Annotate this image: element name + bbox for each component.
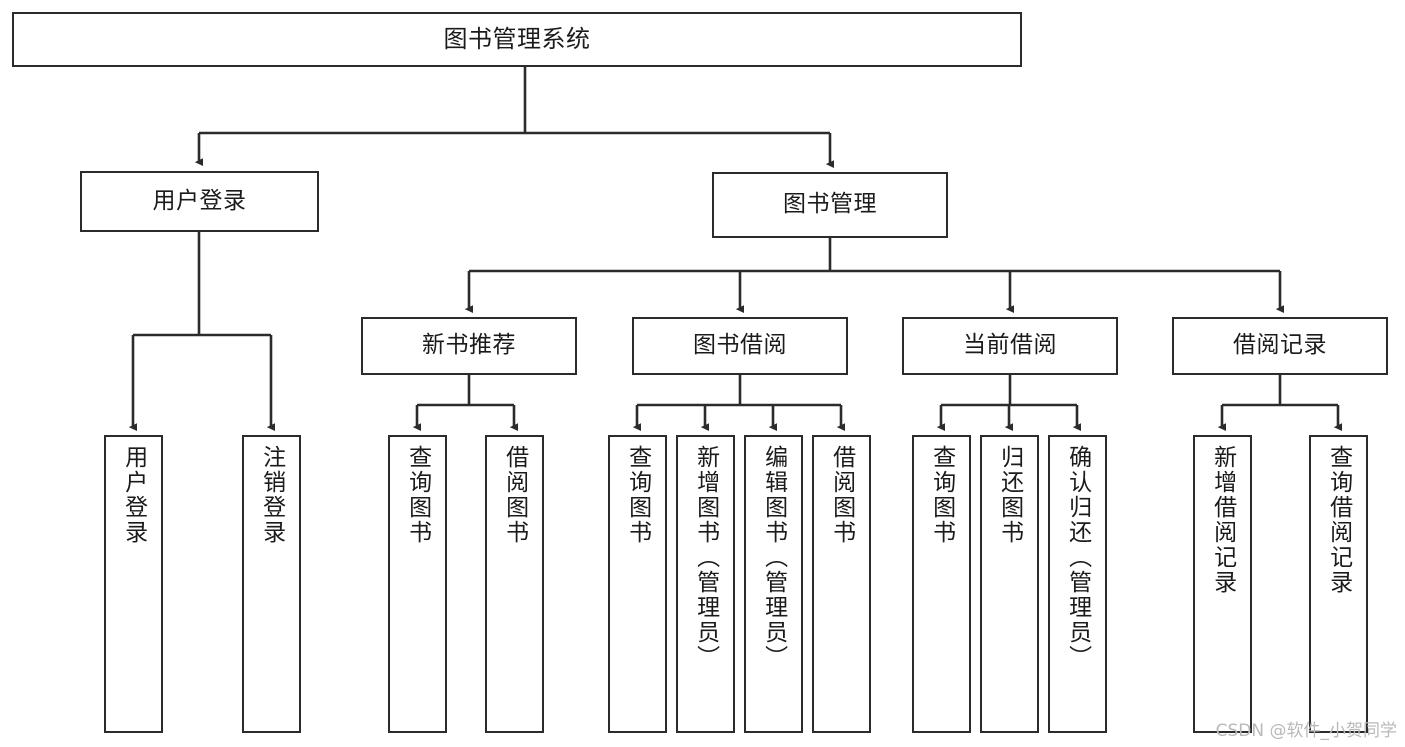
- node-user-login[interactable]: 用户登录: [80, 171, 319, 232]
- leaf-book-borrow-add-book-admin[interactable]: 新增图书（管理员）: [676, 435, 735, 733]
- node-label: 新书推荐: [422, 332, 516, 359]
- leaf-current-borrow-query-book[interactable]: 查询图书: [912, 435, 971, 733]
- node-new-book-recommend[interactable]: 新书推荐: [361, 317, 577, 375]
- node-label: 借阅图书: [828, 445, 855, 545]
- leaf-current-borrow-return-book[interactable]: 归还图书: [980, 435, 1039, 733]
- node-label: 查询图书: [404, 445, 431, 545]
- node-label: 新增借阅记录: [1209, 445, 1236, 595]
- leaf-book-borrow-query-book[interactable]: 查询图书: [608, 435, 667, 733]
- node-label: 用户登录: [120, 445, 147, 545]
- leaf-book-borrow-borrow-book[interactable]: 借阅图书: [812, 435, 871, 733]
- node-label: 查询借阅记录: [1325, 445, 1352, 595]
- node-label: 图书管理系统: [443, 25, 591, 54]
- node-label: 查询图书: [928, 445, 955, 545]
- node-label: 当前借阅: [963, 332, 1057, 359]
- leaf-current-borrow-confirm-return-admin[interactable]: 确认归还（管理员）: [1048, 435, 1107, 733]
- node-label: 图书管理: [783, 191, 877, 218]
- node-label: 注销登录: [258, 445, 285, 545]
- node-label: 用户登录: [152, 187, 247, 214]
- leaf-user-login-login[interactable]: 用户登录: [104, 435, 163, 733]
- node-label: 归还图书: [996, 445, 1023, 545]
- leaf-user-login-logout[interactable]: 注销登录: [242, 435, 301, 733]
- node-current-borrow[interactable]: 当前借阅: [902, 317, 1118, 375]
- leaf-borrow-record-add-record[interactable]: 新增借阅记录: [1193, 435, 1252, 733]
- node-label: 查询图书: [624, 445, 651, 545]
- node-label: 借阅图书: [501, 445, 528, 545]
- node-book-management[interactable]: 图书管理: [712, 172, 948, 238]
- node-borrow-record[interactable]: 借阅记录: [1172, 317, 1388, 375]
- node-label: 图书借阅: [693, 332, 787, 359]
- node-label: 编辑图书（管理员）: [760, 445, 787, 670]
- node-book-borrow[interactable]: 图书借阅: [632, 317, 848, 375]
- leaf-new-book-query-book[interactable]: 查询图书: [388, 435, 447, 733]
- node-label: 新增图书（管理员）: [692, 445, 719, 670]
- node-label: 确认归还（管理员）: [1064, 445, 1091, 670]
- leaf-borrow-record-query-record[interactable]: 查询借阅记录: [1309, 435, 1368, 733]
- leaf-book-borrow-edit-book-admin[interactable]: 编辑图书（管理员）: [744, 435, 803, 733]
- csdn-watermark: CSDN @软件_小贺同学: [1215, 721, 1397, 741]
- leaf-new-book-borrow-book[interactable]: 借阅图书: [485, 435, 544, 733]
- node-root-system[interactable]: 图书管理系统: [12, 12, 1022, 67]
- node-label: 借阅记录: [1233, 332, 1327, 359]
